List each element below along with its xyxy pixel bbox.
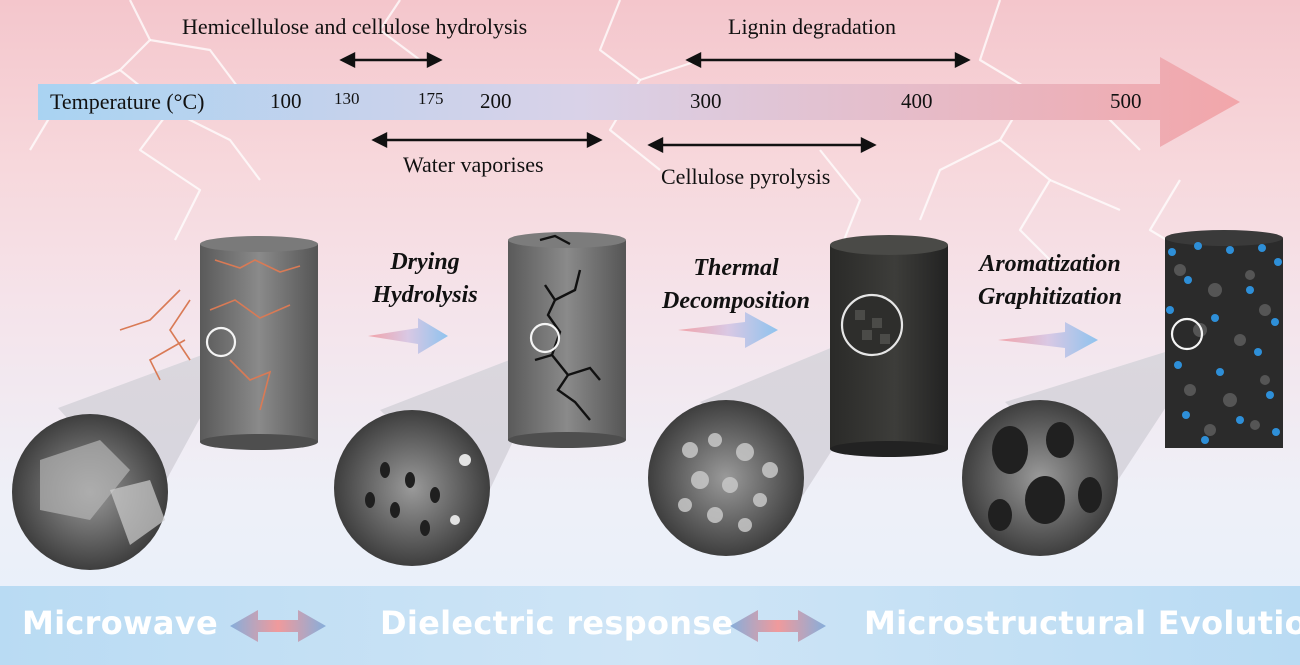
range-arrows [339,52,971,153]
step2-line1: Thermal [693,255,779,281]
bottom-arrows-overlay [230,610,826,642]
step-arrow-1 [368,318,448,354]
temperature-arrow [38,57,1240,147]
hemicellulose-range-arrow [339,52,443,68]
step-arrow-2 [678,312,778,348]
step1-line1: Drying [390,249,460,275]
sem-micrograph-4 [962,400,1118,556]
temperature-axis-label: Temperature (°C) [50,89,205,114]
water-label: Water vaporises [403,152,544,177]
cracked-wood-cylinder [508,232,626,448]
step1-label: Drying Hydrolysis [370,246,480,312]
step3-line2: Graphitization [977,284,1123,310]
step3-label: Aromatization Graphitization [962,248,1138,314]
tick-500: 500 [1110,89,1142,113]
step2-label: Thermal Decomposition [656,252,816,318]
water-range-arrow [371,132,603,148]
char-cylinder [830,235,948,457]
tick-400: 400 [901,89,933,113]
bottom-arrow-dielectric-evolution [730,610,826,642]
cellulose-pyrolysis-label: Cellulose pyrolysis [661,164,831,189]
sem-micrograph-3 [648,400,804,556]
hemicellulose-label: Hemicellulose and cellulose hydrolysis [182,14,528,39]
lignin-range-arrow [685,52,971,68]
porous-carbon-cylinder [1165,230,1283,448]
sem-micrograph-2 [334,410,490,566]
dielectric-response-label: Dielectric response [380,604,734,642]
cellulose-pyrolysis-range-arrow [647,137,877,153]
tick-200: 200 [480,89,512,113]
lignin-label: Lignin degradation [728,14,897,39]
microstructural-evolution-label: Microstructural Evolution [864,604,1300,642]
step1-line2: Hydrolysis [372,282,478,308]
bottom-arrow-microwave-dielectric [230,610,326,642]
tick-300: 300 [690,89,722,113]
tick-175: 175 [418,89,444,108]
tick-100: 100 [270,89,302,113]
raw-wood-cylinder [119,236,318,450]
microwave-label: Microwave [22,604,218,642]
tick-130: 130 [334,89,360,108]
step2-line2: Decomposition [662,288,810,314]
bottom-band [0,586,1300,665]
step3-line1: Aromatization [979,251,1121,277]
step-arrow-3 [998,322,1098,358]
sem-micrograph-1 [12,414,168,570]
